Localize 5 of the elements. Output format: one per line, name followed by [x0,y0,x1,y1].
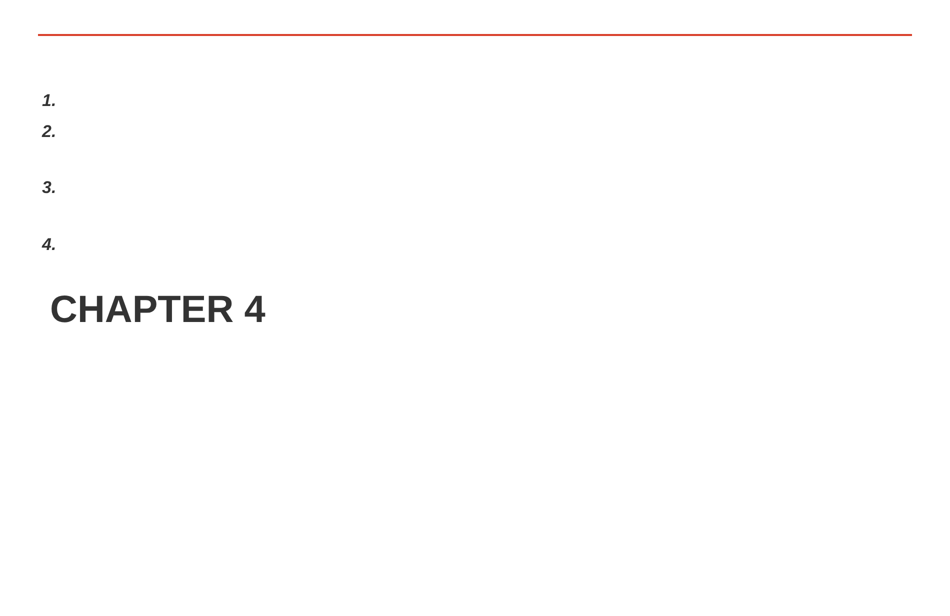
list-number: 3. [42,178,56,198]
chapter-heading: CHAPTER 4 [50,288,266,332]
list-number: 4. [42,235,56,255]
list-number: 1. [42,91,56,111]
list-number: 2. [42,122,56,142]
